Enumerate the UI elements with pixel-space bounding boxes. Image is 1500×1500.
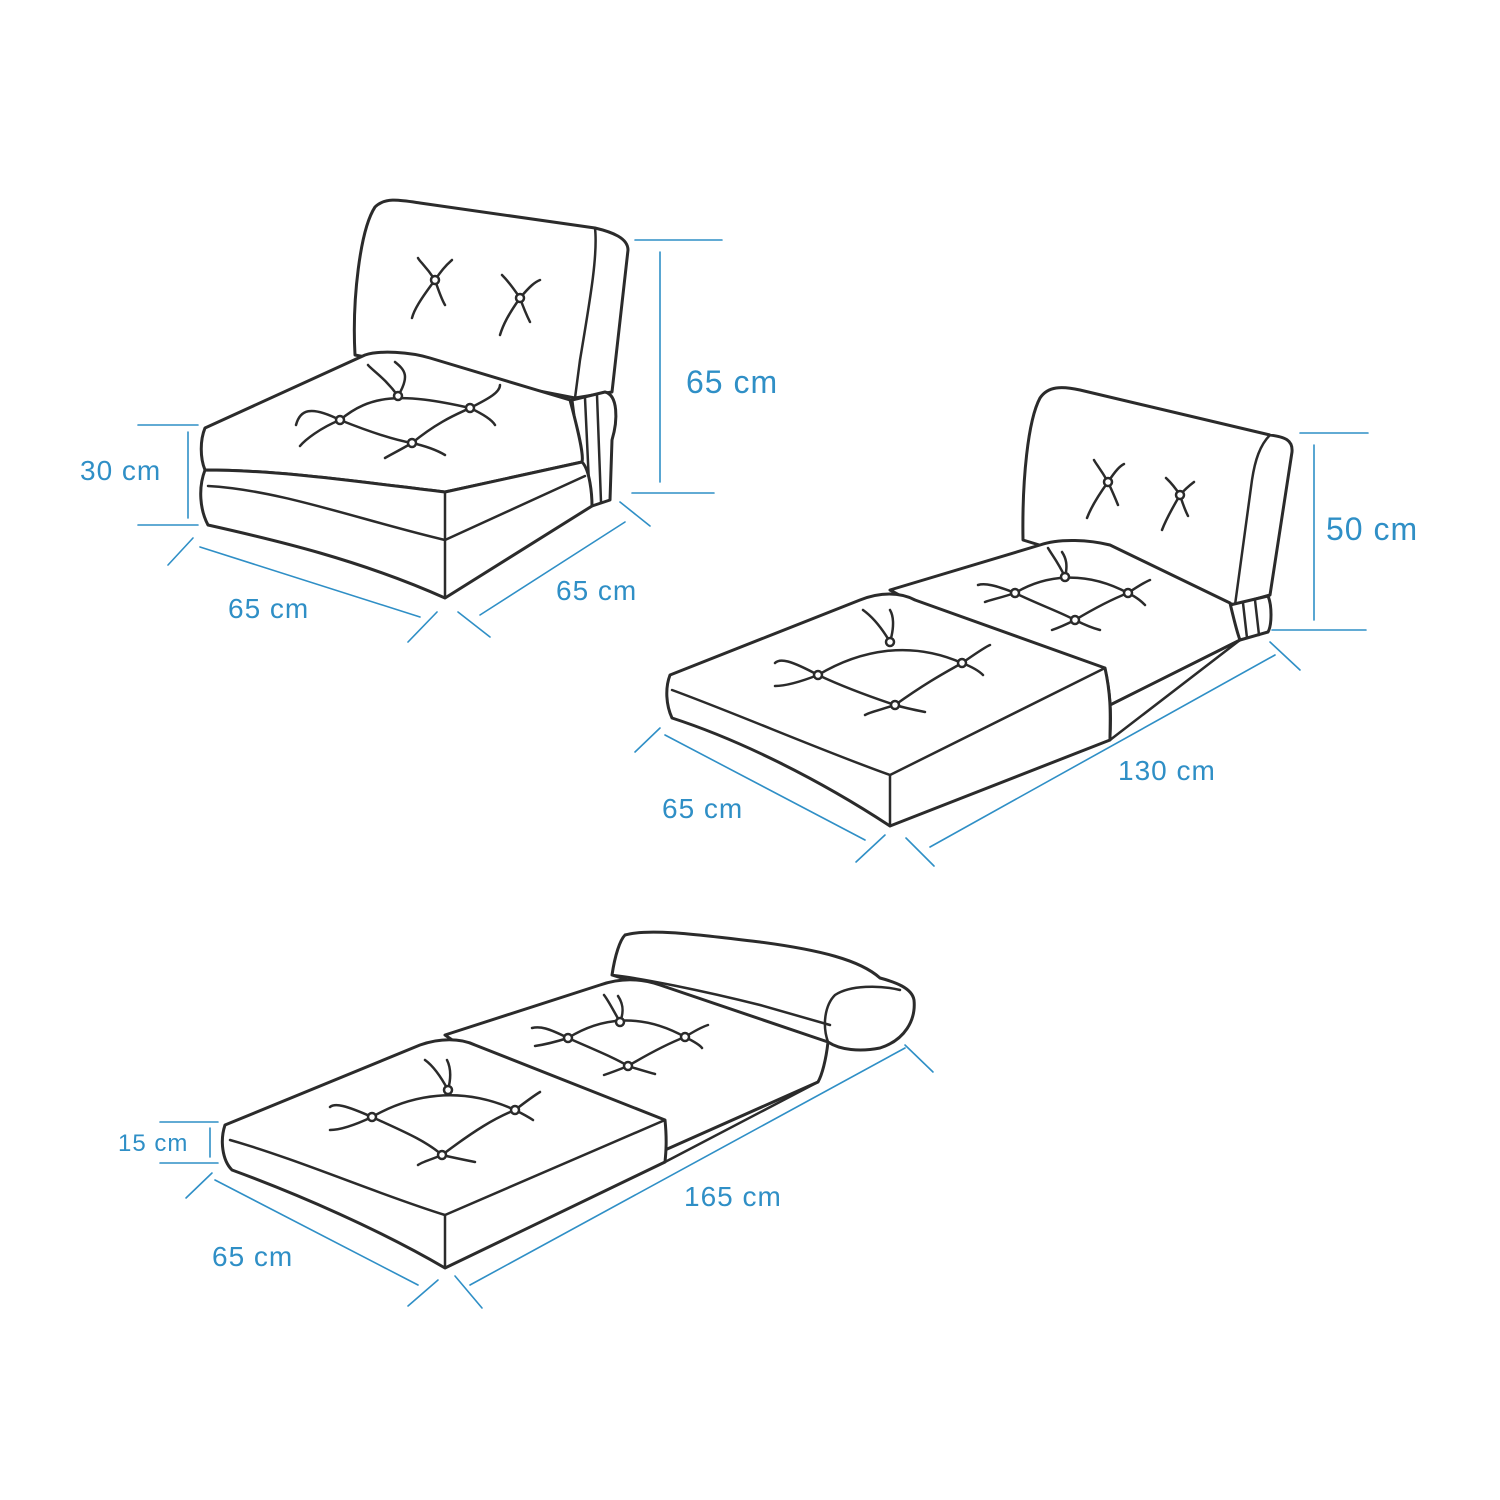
bed-back-tufting <box>530 993 710 1077</box>
lounger-dimension-lines <box>634 432 1369 867</box>
bed-front-tufting <box>328 1058 542 1167</box>
bed-dimension-lines <box>159 1044 934 1309</box>
bed-view: 15 cm 65 cm 165 cm <box>118 930 934 1309</box>
lounger-back-tufting <box>976 546 1152 632</box>
bed-width-label: 65 cm <box>212 1241 293 1272</box>
chair-seat-lower <box>199 460 594 600</box>
chair-view: 65 cm 30 cm 65 cm 65 cm <box>80 198 778 643</box>
chair-dimension-lines <box>137 239 723 643</box>
bed-rolled-back <box>610 930 916 1052</box>
chair-height-label: 65 cm <box>686 364 778 400</box>
lounger-back-height-label: 50 cm <box>1326 511 1418 547</box>
lounger-width-label: 65 cm <box>662 793 743 824</box>
chair-seat-height-label: 30 cm <box>80 455 161 486</box>
chair-back-tufting <box>410 256 542 337</box>
chair-backrest-side <box>573 226 597 400</box>
lounger-front-cushion <box>665 592 1112 828</box>
chair-backrest <box>352 198 630 400</box>
chair-width-label: 65 cm <box>228 593 309 624</box>
bed-thickness-label: 15 cm <box>118 1130 188 1157</box>
chair-depth-label: 65 cm <box>556 575 637 606</box>
lounger-view: 50 cm 65 cm 130 cm <box>634 386 1418 867</box>
lounger-backrest-tufting <box>1085 458 1196 532</box>
lounger-length-label: 130 cm <box>1118 755 1216 786</box>
lounger-front-tufting <box>773 608 992 717</box>
bed-length-label: 165 cm <box>684 1181 782 1212</box>
chair-seat-tufting <box>294 360 502 460</box>
